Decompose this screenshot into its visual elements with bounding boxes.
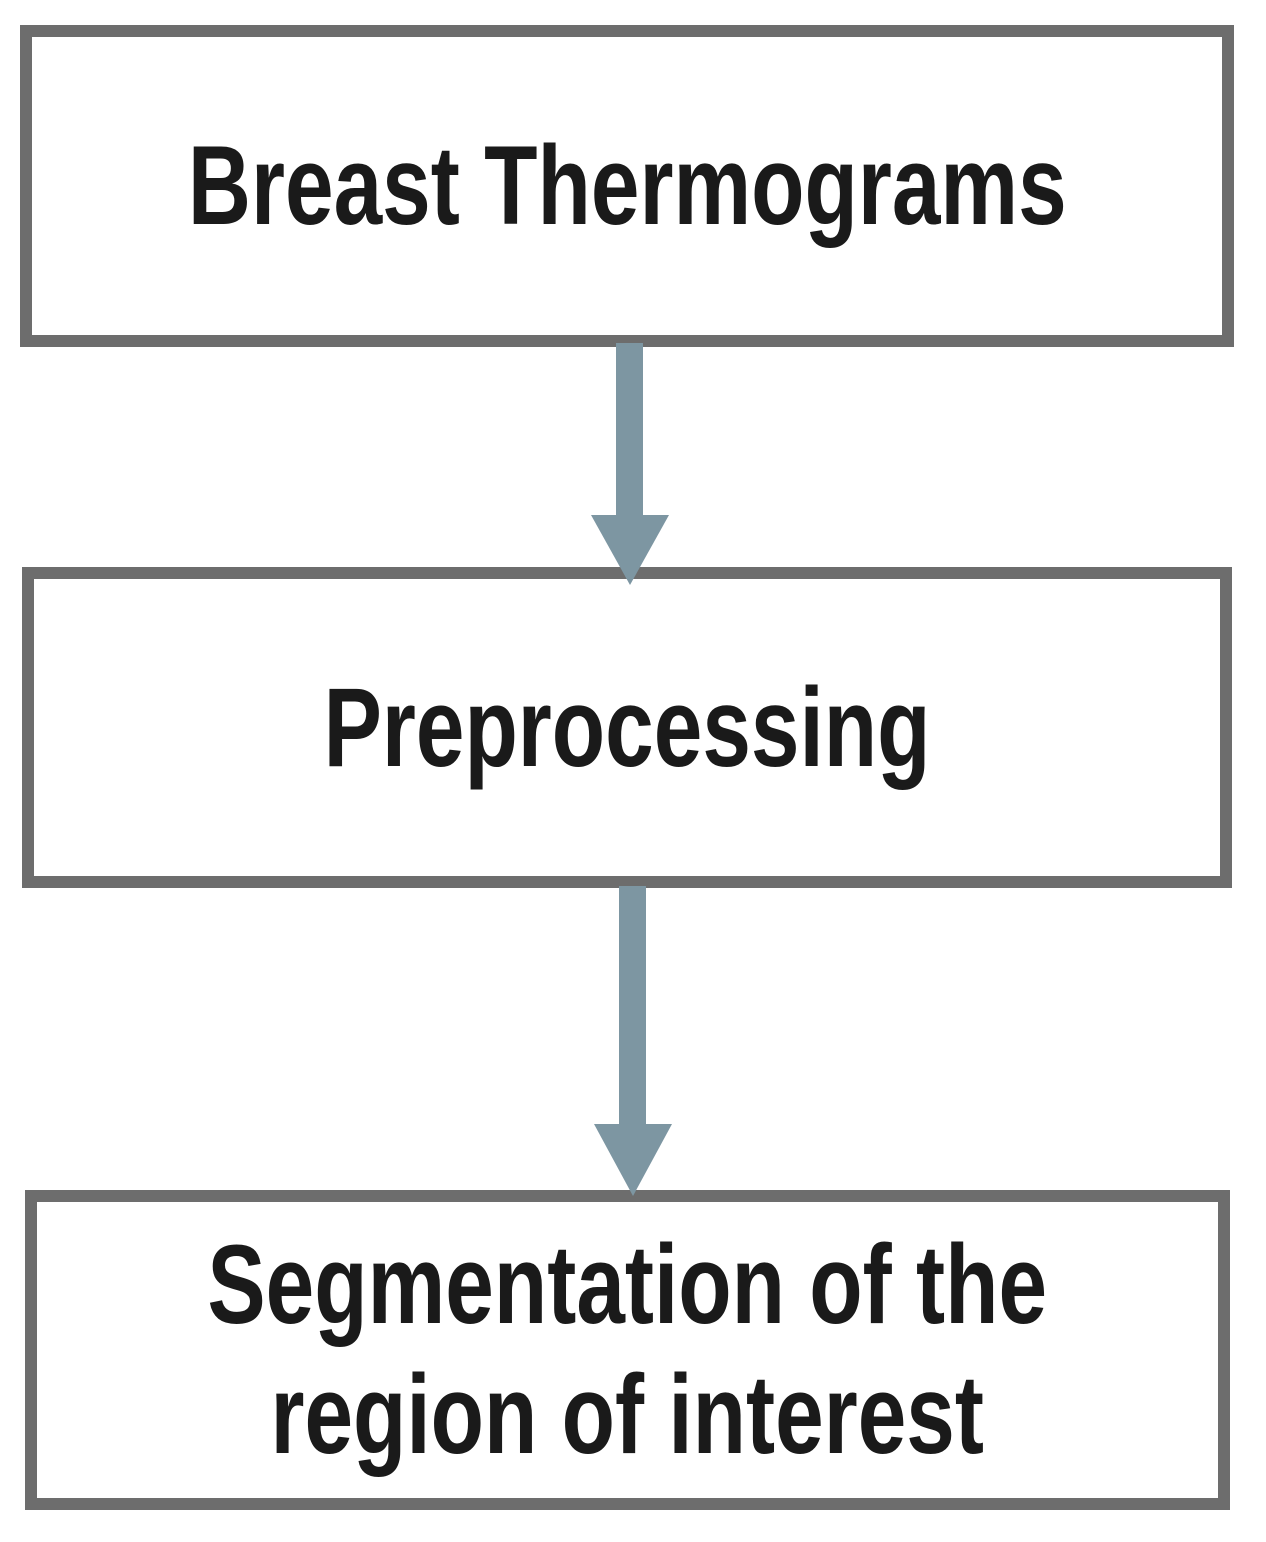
node-breast-thermograms-label: Breast Thermograms xyxy=(187,123,1067,249)
arrow-shaft xyxy=(619,886,646,1131)
arrow-shaft xyxy=(616,343,643,523)
node-preprocessing-label: Preprocessing xyxy=(323,664,931,790)
node-preprocessing: Preprocessing xyxy=(22,567,1232,888)
arrow-head xyxy=(591,515,669,585)
arrow-down-icon xyxy=(594,886,672,1196)
arrow-down-icon xyxy=(591,343,669,585)
node-breast-thermograms: Breast Thermograms xyxy=(20,25,1234,347)
node-segmentation-roi-label: Segmentation of the region of interest xyxy=(207,1222,1048,1477)
node-segmentation-roi: Segmentation of the region of interest xyxy=(25,1190,1230,1510)
arrow-head xyxy=(594,1124,672,1196)
